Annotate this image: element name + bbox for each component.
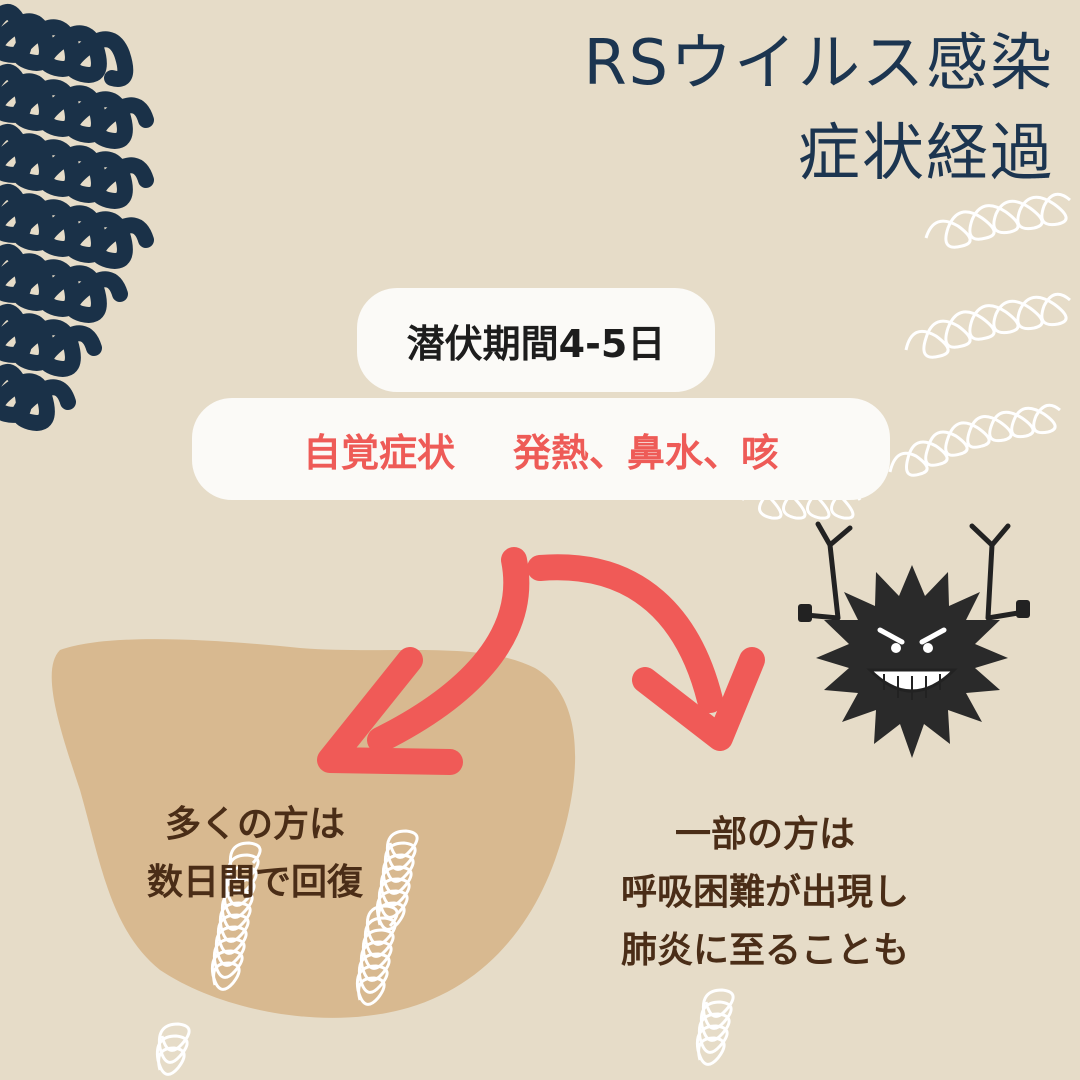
outcome-severe: 一部の方は 呼吸困難が出現し 肺炎に至ることも: [555, 806, 975, 980]
incubation-period-text: 潜伏期間4-5日: [406, 321, 666, 366]
dark-swirl-pattern-icon: [0, 4, 154, 431]
white-spring-pattern-icon: [155, 192, 1071, 1076]
symptoms-list: 発熱、鼻水、咳: [513, 430, 780, 475]
outcome-severe-line-3: 肺炎に至ることも: [620, 930, 909, 971]
title-line-1: RSウイルス感染: [583, 26, 1054, 99]
angry-virus-icon: [798, 521, 1030, 758]
title-line-2: 症状経過: [797, 116, 1054, 189]
outcome-severe-line-1: 一部の方は: [674, 814, 855, 855]
symptoms-label: 自覚症状: [302, 430, 455, 475]
outcome-severe-line-2: 呼吸困難が出現し: [620, 872, 909, 913]
symptoms-pill: 自覚症状 発熱、鼻水、咳: [192, 398, 890, 500]
beige-blob-shape: [51, 639, 576, 1018]
red-arrow-right-icon: [527, 554, 765, 751]
red-arrow-left-icon: [317, 547, 530, 775]
outcome-recovery-line-1: 多くの方は: [164, 804, 345, 845]
outcome-recovery-line-2: 数日間で回復: [146, 862, 363, 903]
outcome-recovery: 多くの方は 数日間で回復: [70, 796, 440, 912]
incubation-period-pill: 潜伏期間4-5日: [357, 288, 715, 392]
page-title: RSウイルス感染 症状経過: [584, 18, 1054, 198]
